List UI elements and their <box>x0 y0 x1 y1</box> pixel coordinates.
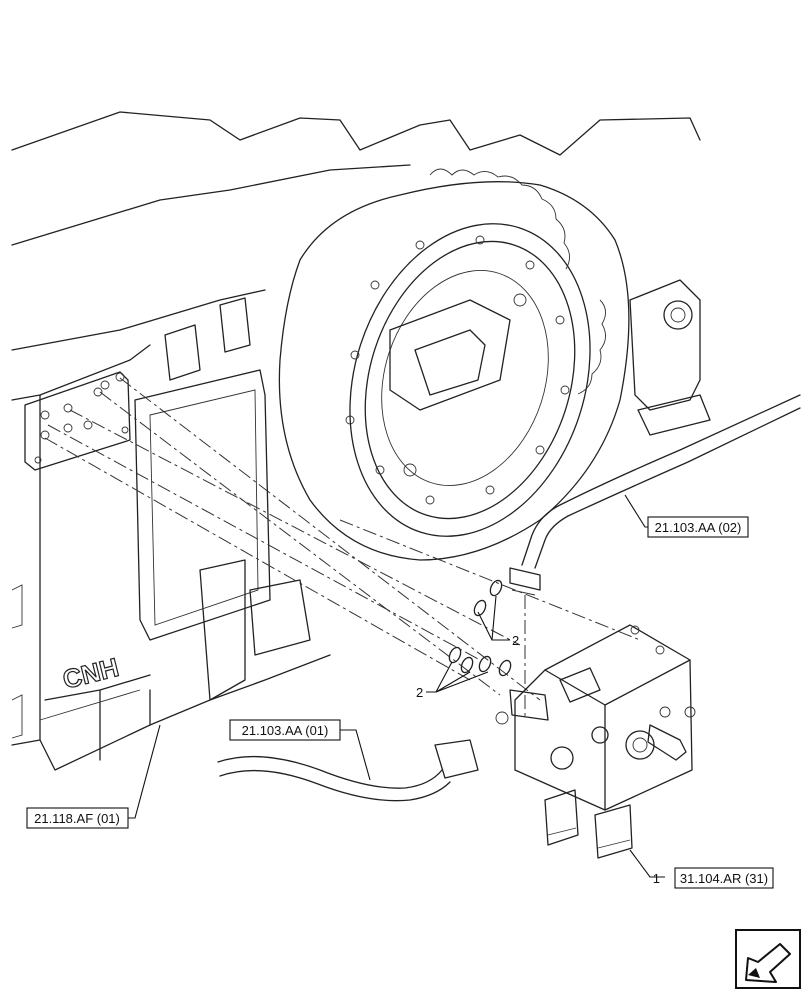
callout-ref-pipe-upper[interactable]: 21.103.AA (02) <box>647 516 749 538</box>
flywheel-flange <box>278 168 630 561</box>
item-number-valve: 1 <box>653 871 660 886</box>
callout-ref-main-housing[interactable]: 21.118.AF (01) <box>26 807 129 829</box>
leader-lines <box>128 494 747 878</box>
item-number-oring-upper: 2 <box>512 633 519 648</box>
ref-pipe-lower-label: 21.103.AA (01) <box>242 723 329 738</box>
o-ring-lower-1 <box>448 646 462 664</box>
hydraulic-valve <box>495 624 696 859</box>
ref-pipe-upper-label: 21.103.AA (02) <box>655 520 742 535</box>
assembly-alignment-lines <box>44 377 641 720</box>
lower-hydraulic-pipe <box>217 739 479 802</box>
o-ring-upper-1 <box>489 579 503 597</box>
upper-hydraulic-pipe <box>509 394 801 596</box>
callout-ref-pipe-lower[interactable]: 21.103.AA (01) <box>229 719 341 741</box>
ref-valve-label: 31.104.AR (31) <box>680 871 768 886</box>
housing-logo-cnh: CNH <box>60 652 122 695</box>
o-ring-lower-4 <box>498 659 512 677</box>
transmission-housing: CNH <box>11 111 701 771</box>
item-number-oring-lower: 2 <box>416 685 423 700</box>
o-ring-lower-2 <box>460 656 474 674</box>
page-navigation-arrow-icon[interactable] <box>735 929 801 989</box>
o-ring-lower-3 <box>478 655 492 673</box>
o-ring-upper-2 <box>473 599 487 617</box>
ref-main-housing-label: 21.118.AF (01) <box>34 811 120 826</box>
o-rings <box>448 579 512 677</box>
callout-ref-valve[interactable]: 31.104.AR (31) <box>674 867 774 889</box>
right-bracket <box>629 279 711 436</box>
